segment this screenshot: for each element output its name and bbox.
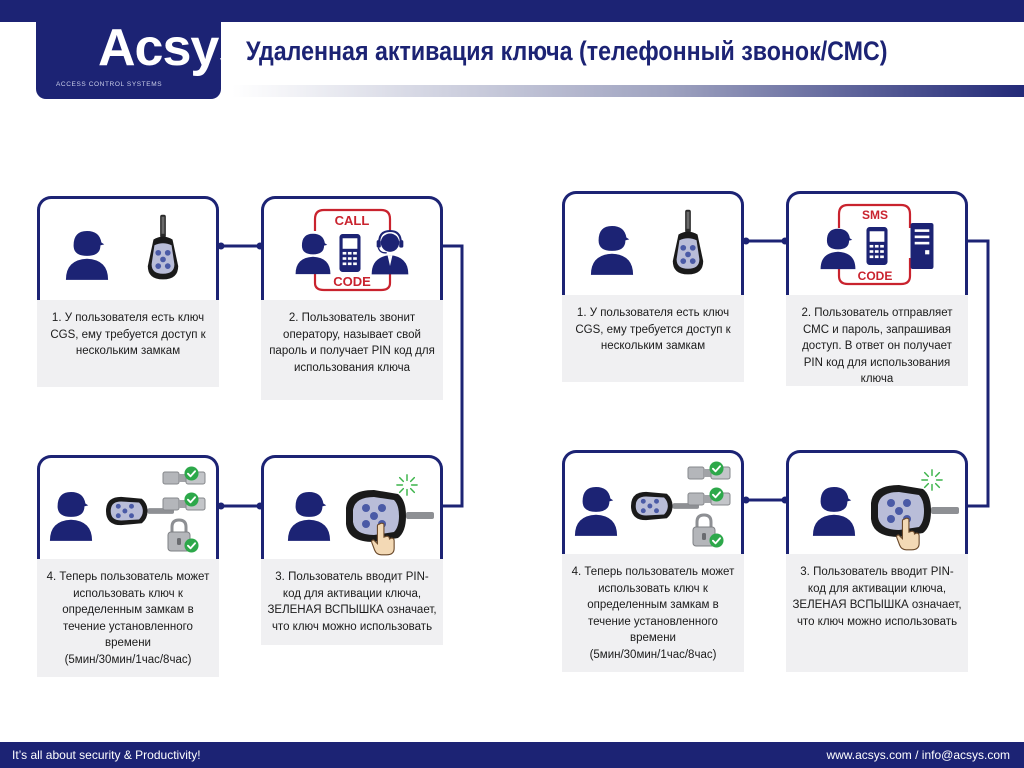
green-flash-icon xyxy=(921,469,943,491)
title-underline xyxy=(232,85,1024,97)
call-step1-card xyxy=(37,196,219,300)
mobile-phone-icon xyxy=(866,227,888,265)
user-icon xyxy=(65,230,109,280)
operator-headset-icon xyxy=(370,229,410,275)
code-sign-text: CODE xyxy=(333,274,371,289)
footer-tagline: It’s all about security & Productivity! xyxy=(12,748,201,762)
footer-bar: It’s all about security & Productivity! … xyxy=(0,742,1024,768)
sms-step3-text: 3. Пользователь вводит PIN-код для актив… xyxy=(786,554,968,672)
sms-sign-text: SMS xyxy=(862,208,888,222)
sms-step1-card xyxy=(562,191,744,295)
server-icon xyxy=(910,223,934,269)
call-step4-text: 4. Теперь пользователь может использоват… xyxy=(37,559,219,677)
call-step2-card: CALL CODE xyxy=(261,196,443,300)
lock-cylinder-icon xyxy=(687,492,731,506)
code-sign-text: CODE xyxy=(858,269,893,283)
call-sign-text: CALL xyxy=(335,213,370,228)
call-step3-card xyxy=(261,455,443,559)
user-icon xyxy=(812,486,856,536)
check-icon xyxy=(709,533,724,548)
call-step4-card xyxy=(37,455,219,559)
check-icon xyxy=(184,538,199,553)
sms-step4-card xyxy=(562,450,744,554)
user-icon xyxy=(590,225,634,275)
call-step1-text: 1. У пользователя есть ключ CGS, ему тре… xyxy=(37,300,219,387)
logo-keyhole-icon xyxy=(105,35,127,57)
check-icon xyxy=(709,461,724,476)
key-icon xyxy=(672,209,704,275)
call-step3-text: 3. Пользователь вводит PIN-код для актив… xyxy=(261,559,443,645)
lock-cylinder-icon xyxy=(162,497,206,511)
check-icon xyxy=(184,492,199,507)
user-icon xyxy=(574,486,618,536)
user-icon xyxy=(295,233,331,275)
key-icon xyxy=(346,490,434,542)
company-logo[interactable]: Acsys ACCESS CONTROL SYSTEMS xyxy=(36,0,221,99)
mobile-phone-icon xyxy=(339,234,361,272)
key-icon xyxy=(147,214,179,280)
lock-cylinder-icon xyxy=(162,471,206,485)
user-icon xyxy=(820,228,856,270)
user-icon xyxy=(287,491,331,541)
check-icon xyxy=(709,487,724,502)
check-icon xyxy=(184,466,199,481)
sms-step4-text: 4. Теперь пользователь может использоват… xyxy=(562,554,744,672)
page-title: Удаленная активация ключа (телефонный зв… xyxy=(246,36,888,66)
call-step2-text: 2. Пользователь звонит оператору, называ… xyxy=(261,300,443,400)
green-flash-icon xyxy=(396,474,418,496)
lock-cylinder-icon xyxy=(687,466,731,480)
footer-contact-link[interactable]: www.acsys.com / info@acsys.com xyxy=(826,748,1010,762)
logo-subtitle: ACCESS CONTROL SYSTEMS xyxy=(56,81,163,88)
user-icon xyxy=(49,491,93,541)
sms-step2-text: 2. Пользователь отправляет СМС и пароль,… xyxy=(786,295,968,386)
top-bar xyxy=(0,0,1024,22)
logo-wordmark: Acsys xyxy=(98,19,221,77)
sms-step3-card xyxy=(786,450,968,554)
key-icon xyxy=(871,485,959,537)
sms-step1-text: 1. У пользователя есть ключ CGS, ему тре… xyxy=(562,295,744,382)
sms-step2-card: SMS CODE xyxy=(786,191,968,295)
